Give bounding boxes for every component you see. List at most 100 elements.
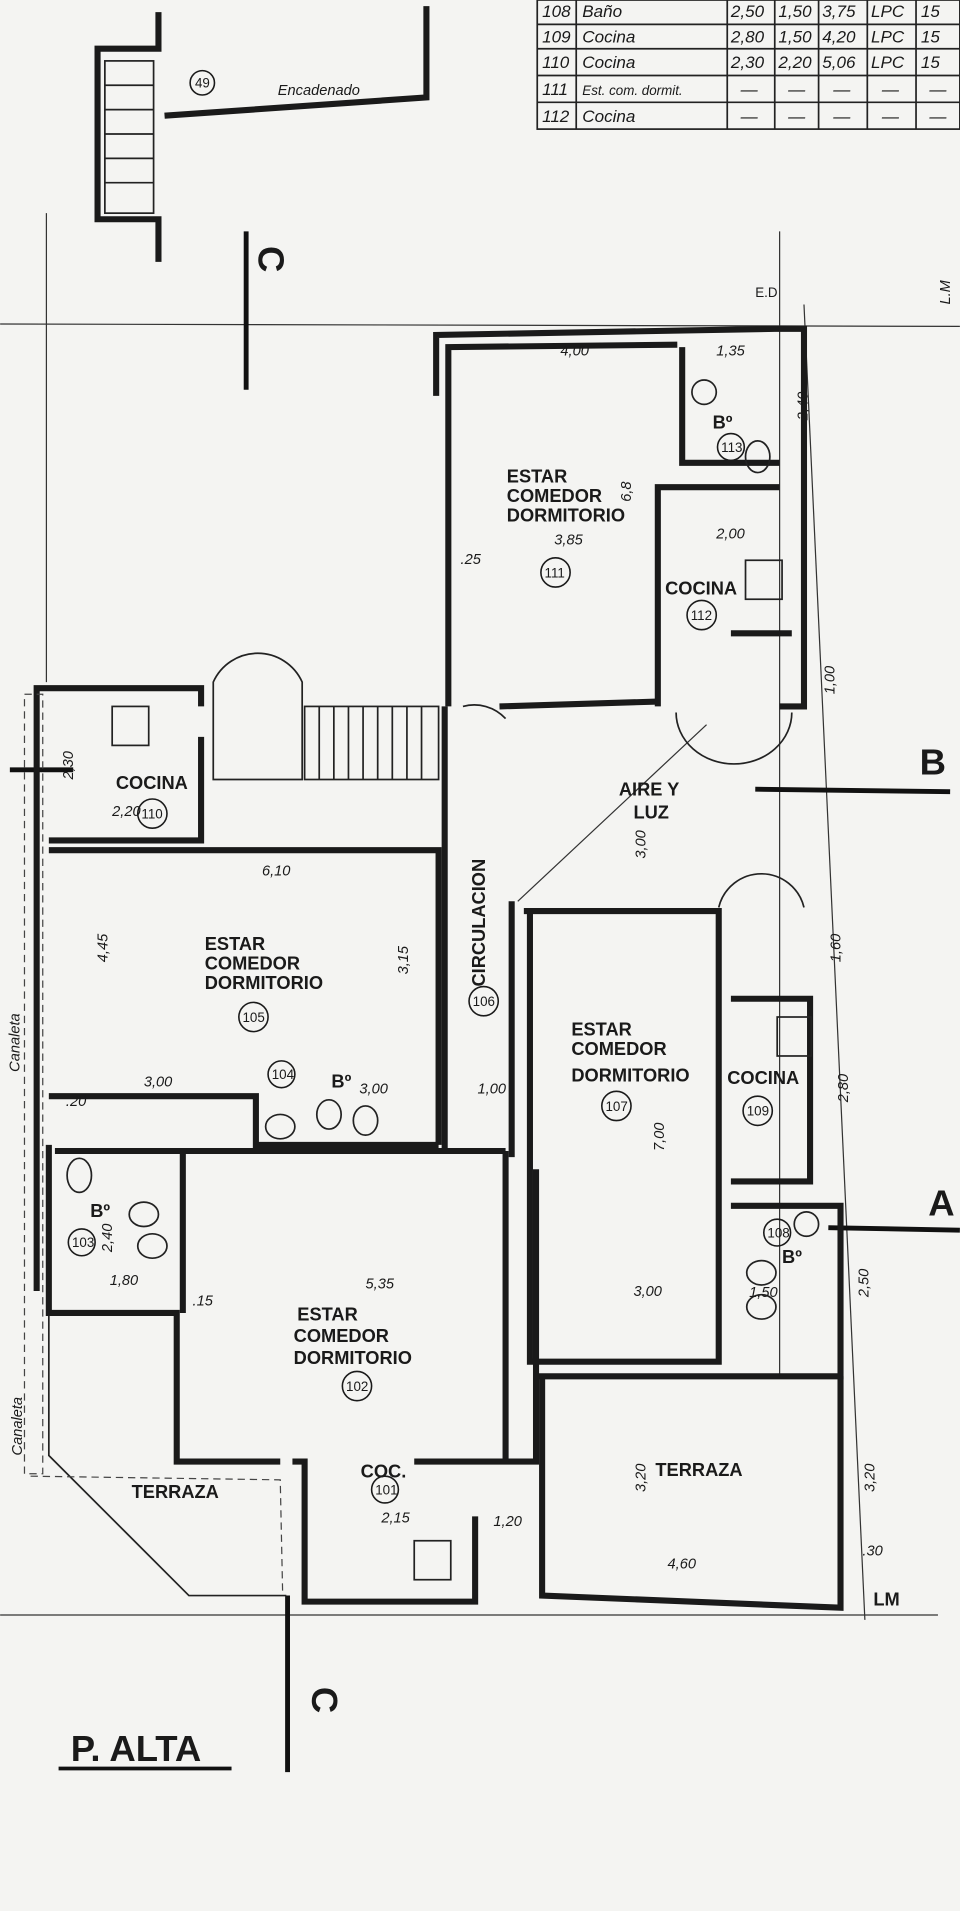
cell-name: Cocina <box>582 107 635 126</box>
dimension: 2,30 <box>61 751 77 780</box>
dimension: 2,00 <box>715 526 744 542</box>
dimension: 1,60 <box>829 934 845 962</box>
cell-e: 15 <box>921 53 940 72</box>
room-number: 107 <box>605 1099 627 1114</box>
dimension: .15 <box>193 1294 214 1310</box>
room-label: COMEDOR <box>205 953 300 974</box>
dimension: 1,50 <box>749 1285 777 1301</box>
detail-number: 49 <box>195 76 210 91</box>
room-label: DORMITORIO <box>507 504 625 525</box>
section-cut-c-top: C <box>243 231 291 390</box>
dimension: 6,8 <box>619 481 635 502</box>
cell-c: — <box>832 80 851 99</box>
dimension: 3,00 <box>144 1074 172 1090</box>
cell-d: LPC <box>871 28 905 47</box>
dimension: 1,80 <box>110 1273 138 1289</box>
room-104: Bº 104 <box>267 1060 352 1092</box>
dimension: 1,35 <box>716 344 745 360</box>
room-label: DORMITORIO <box>571 1065 689 1086</box>
room-label: DORMITORIO <box>294 1347 412 1368</box>
aire-y-luz: AIRE Y LUZ <box>619 778 680 822</box>
dimension: 2,40 <box>796 392 812 421</box>
dimension: 3,15 <box>396 945 412 974</box>
room-109: COCINA 109 <box>727 1067 799 1127</box>
ed-label: E.D <box>755 285 778 300</box>
dimension: .25 <box>461 552 482 568</box>
plan-title-text: P. ALTA <box>71 1728 202 1769</box>
room-number: 101 <box>375 1482 397 1497</box>
room-label: Bº <box>90 1200 110 1221</box>
room-105: ESTAR COMEDOR DORMITORIO 105 <box>205 933 323 1033</box>
room-label: COMEDOR <box>294 1325 389 1346</box>
section-cut-a: A <box>828 1183 960 1233</box>
room-number: 110 <box>141 806 162 821</box>
dimension: 4,00 <box>560 344 588 360</box>
room-102: ESTAR COMEDOR DORMITORIO 102 <box>294 1303 412 1402</box>
cell-c: 4,20 <box>822 28 856 47</box>
room-103: Bº 103 <box>67 1200 110 1257</box>
cell-a: 2,80 <box>730 28 765 47</box>
room-101: COC. 101 <box>361 1460 406 1504</box>
room-108: Bº 108 <box>762 1218 802 1267</box>
dimension: .20 <box>66 1094 86 1110</box>
room-number: 106 <box>473 994 495 1009</box>
cell-name: Cocina <box>582 53 635 72</box>
dimension: 2,40 <box>100 1224 116 1253</box>
dimension: 4,60 <box>668 1557 696 1573</box>
room-label: ESTAR <box>507 465 568 486</box>
cell-b: 2,20 <box>777 53 812 72</box>
room-label: COCINA <box>727 1067 799 1088</box>
table-row: 108 Baño 2,50 1,50 3,75 LPC 15 <box>542 2 940 21</box>
room-number: 112 <box>691 608 712 623</box>
dimensions: 4,00 1,35 2,40 3,85 2,00 6,10 3,15 4,45 … <box>61 344 883 1573</box>
room-112: COCINA 112 <box>665 577 737 631</box>
section-cut-c-bottom: C <box>285 1595 345 1773</box>
encadenado-label: Encadenado <box>278 83 360 99</box>
room-number: 108 <box>767 1225 789 1240</box>
canaleta-label: Canaleta <box>8 1013 24 1071</box>
cell-c: 5,06 <box>822 53 856 72</box>
table-row: 112 Cocina — — — — — <box>542 107 947 126</box>
cell-name: Baño <box>582 2 622 21</box>
section-cut-b: B <box>755 742 951 795</box>
cell-e: — <box>928 80 947 99</box>
room-label: ESTAR <box>297 1303 358 1324</box>
table-row: 111 Est. com. dormit. — — — — — <box>542 80 947 99</box>
cell-d: LPC <box>871 53 905 72</box>
room-label: Bº <box>331 1071 351 1092</box>
dimension: 3,00 <box>634 830 650 858</box>
dimension: 7,00 <box>652 1123 668 1151</box>
section-label-c-top: C <box>250 246 291 272</box>
dimension: 3,20 <box>634 1464 650 1492</box>
cell-name: Cocina <box>582 28 635 47</box>
section-label-b: B <box>920 742 946 783</box>
cell-name: Est. com. dormit. <box>582 83 682 98</box>
cell-e: 15 <box>921 2 940 21</box>
cell-id: 111 <box>542 80 568 99</box>
room-label: Bº <box>782 1246 802 1267</box>
room-label: CIRCULACION <box>468 859 489 987</box>
section-label-c-bottom: C <box>304 1687 345 1713</box>
room-110: COCINA 110 <box>116 772 188 830</box>
cell-id: 109 <box>542 28 571 47</box>
cell-b: 1,50 <box>778 28 812 47</box>
cell-d: — <box>881 80 900 99</box>
cell-d: LPC <box>871 2 905 21</box>
dimension: 3,85 <box>554 532 583 548</box>
room-label: LUZ <box>633 801 668 822</box>
plan-title: P. ALTA <box>58 1728 232 1771</box>
room-label: COMEDOR <box>507 485 602 506</box>
room-label: COCINA <box>665 577 737 598</box>
dimension: 2,15 <box>380 1510 410 1526</box>
schedule-table: 108 Baño 2,50 1,50 3,75 LPC 15 109 Cocin… <box>536 0 960 130</box>
dimension: 2,50 <box>857 1269 873 1298</box>
cell-id: 108 <box>542 2 571 21</box>
room-107: ESTAR COMEDOR DORMITORIO 107 <box>571 1018 690 1122</box>
room-label: COCINA <box>116 772 188 793</box>
dimension: 5,35 <box>366 1277 395 1293</box>
cell-c: 3,75 <box>822 2 856 21</box>
room-113: Bº 113 <box>713 412 746 462</box>
dimension: .30 <box>862 1543 882 1559</box>
cell-a: 2,30 <box>730 53 765 72</box>
table-row: 110 Cocina 2,30 2,20 5,06 LPC 15 <box>542 53 940 72</box>
